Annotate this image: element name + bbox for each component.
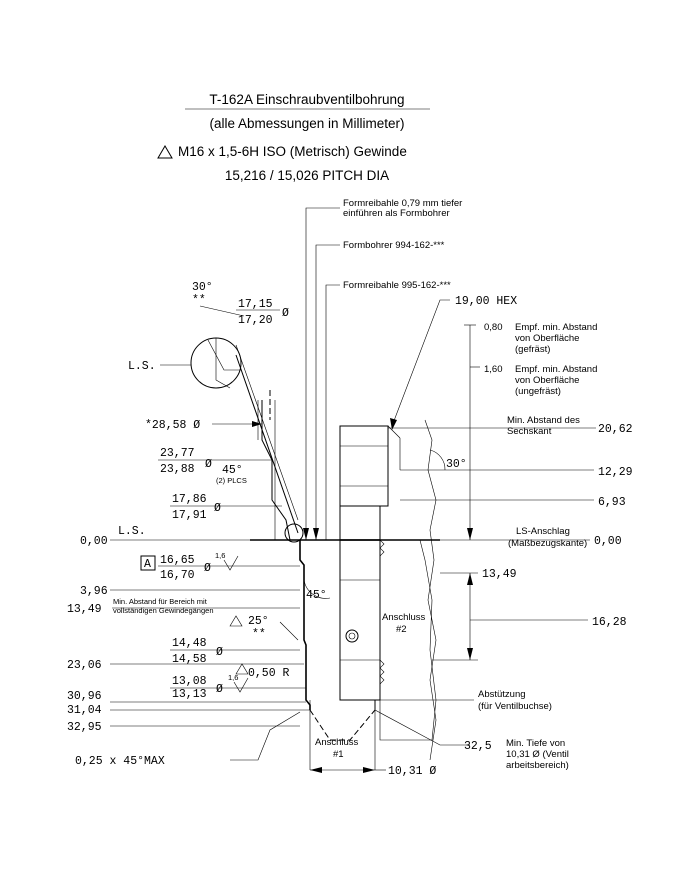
value-31-04: 31,04 xyxy=(67,704,102,717)
d13-08: 13,08 xyxy=(172,675,207,688)
d160-text-3: (ungefräst) xyxy=(515,386,561,397)
d160-text-1: Empf. min. Abstand xyxy=(515,364,597,375)
triangle-icon xyxy=(157,145,173,159)
sechskant-text-2: Sechskant xyxy=(507,426,552,437)
d16-65: 16,65 xyxy=(160,554,195,567)
ls-bottom: L.S. xyxy=(118,525,146,538)
plcs-label: (2) PLCS xyxy=(216,476,247,485)
value-16-28: 16,28 xyxy=(592,616,627,629)
title-line-1: T-162A Einschraubventilbohrung xyxy=(209,92,404,107)
value-3-96: 3,96 xyxy=(80,585,108,598)
finish-1: 1,6 xyxy=(215,551,225,560)
dia-sym-4: Ø xyxy=(204,562,211,575)
d160-text-2: von Oberfläche xyxy=(515,375,579,386)
d28-58: *28,58 Ø xyxy=(145,419,200,432)
min-abstand-2: vollständigen Gewindegängen xyxy=(113,606,214,615)
port-hole xyxy=(345,629,359,643)
left-dimensions: 30° ** 17,15 17,20 Ø L.S. *28,58 Ø 23,77… xyxy=(67,281,310,768)
d17-20: 17,20 xyxy=(238,314,273,327)
right-dimensions: 0,80 Empf. min. Abstand von Oberfläche (… xyxy=(303,322,633,778)
title-block: T-162A Einschraubventilbohrung (alle Abm… xyxy=(157,92,430,183)
valve-stem xyxy=(339,505,381,701)
abstuetzung-1: Abstützung xyxy=(478,689,526,700)
d080-text-2: von Oberfläche xyxy=(515,333,579,344)
d14-58: 14,58 xyxy=(172,653,207,666)
top-leaders: Formreibahle 0,79 mm tiefer einführen al… xyxy=(303,198,517,540)
mintiefe-3: arbeitsbereich) xyxy=(506,760,569,771)
d080-value: 0,80 xyxy=(484,322,503,333)
break-line xyxy=(424,419,437,761)
sechskant-text-1: Min. Abstand des xyxy=(507,415,580,426)
d17-15: 17,15 xyxy=(238,298,273,311)
d080-text-1: Empf. min. Abstand xyxy=(515,322,597,333)
formreibahle-tiefer-1: Formreibahle 0,79 mm tiefer xyxy=(343,198,462,209)
dia-sym-6: Ø xyxy=(216,683,223,696)
abstuetzung-2: (für Ventilbuchse) xyxy=(478,701,552,712)
dia-sym-5: Ø xyxy=(216,646,223,659)
value-6-93: 6,93 xyxy=(598,496,626,509)
stars-1: ** xyxy=(192,294,206,307)
value-32-5: 32,5 xyxy=(464,740,492,753)
value-0-00-right: 0,00 xyxy=(594,535,622,548)
angle-25: 25° xyxy=(248,615,269,628)
triangle-icon-2 xyxy=(229,615,243,627)
chamfer-label: 0,25 x 45°MAX xyxy=(75,755,165,768)
datum-circle xyxy=(284,523,304,543)
value-0-00-left: 0,00 xyxy=(80,535,108,548)
box-a-label: A xyxy=(144,558,151,571)
value-13-49-right: 13,49 xyxy=(482,568,517,581)
value-10-31: 10,31 Ø xyxy=(388,765,436,778)
dia-sym-2: Ø xyxy=(205,458,212,471)
section-body xyxy=(235,344,440,770)
mintiefe-1: Min. Tiefe von xyxy=(506,738,565,749)
ls-anschlag-label: LS-Anschlag xyxy=(516,526,570,537)
dia-sym-3: Ø xyxy=(214,502,221,515)
value-20-62: 20,62 xyxy=(598,423,633,436)
title-line-4: 15,216 / 15,026 PITCH DIA xyxy=(225,168,389,183)
finish-2: 1,6 xyxy=(228,673,238,682)
cavity-profile xyxy=(299,540,311,710)
formreibahle-label: Formreibahle 995-162-*** xyxy=(343,280,451,291)
d080-text-3: (gefräst) xyxy=(515,344,550,355)
title-line-2: (alle Abmessungen in Millimeter) xyxy=(209,116,404,131)
cavity-bottom xyxy=(309,709,376,741)
angle-30-left: 30° xyxy=(192,281,213,294)
value-12-29: 12,29 xyxy=(598,466,633,479)
anschluss1-number: #1 xyxy=(333,749,344,760)
angle-45-bottom: 45° xyxy=(306,589,327,602)
dia-sym-1: Ø xyxy=(282,307,289,320)
value-13-49-left: 13,49 xyxy=(67,603,102,616)
formbohrer-label: Formbohrer 994-162-*** xyxy=(343,240,445,251)
value-30-96: 30,96 xyxy=(67,690,102,703)
mintiefe-2: 10,31 Ø (Ventil xyxy=(506,749,569,760)
angle-30-right: 30° xyxy=(446,458,467,471)
title-line-3: M16 x 1,5-6H ISO (Metrisch) Gewinde xyxy=(178,144,407,159)
ls-top: L.S. xyxy=(128,360,156,373)
value-32-95: 32,95 xyxy=(67,721,102,734)
anschluss2-label: Anschluss xyxy=(382,612,426,623)
formreibahle-tiefer-2: einführen als Formbohrer xyxy=(343,208,450,219)
d23-88: 23,88 xyxy=(160,463,195,476)
d17-86: 17,86 xyxy=(172,493,207,506)
stars-2: ** xyxy=(252,628,266,641)
d13-13: 13,13 xyxy=(172,688,207,701)
radius-0-50: 0,50 R xyxy=(248,667,290,680)
d16-70: 16,70 xyxy=(160,569,195,582)
angle-45-left: 45° xyxy=(222,464,243,477)
d14-48: 14,48 xyxy=(172,637,207,650)
massbezug-label: (Maßbezugskante) xyxy=(508,538,587,549)
anschluss1-label: Anschluss xyxy=(315,737,359,748)
hex-nut xyxy=(339,425,389,507)
d17-91: 17,91 xyxy=(172,509,207,522)
d23-77: 23,77 xyxy=(160,447,195,460)
min-abstand-1: Min. Abstand für Bereich mit xyxy=(113,597,208,606)
d160-value: 1,60 xyxy=(484,364,503,375)
value-23-06: 23,06 xyxy=(67,659,102,672)
datum-box-a xyxy=(140,555,156,571)
anschluss2-number: #2 xyxy=(396,624,407,635)
hex-label: 19,00 HEX xyxy=(455,295,517,308)
hatched-body xyxy=(379,539,437,741)
